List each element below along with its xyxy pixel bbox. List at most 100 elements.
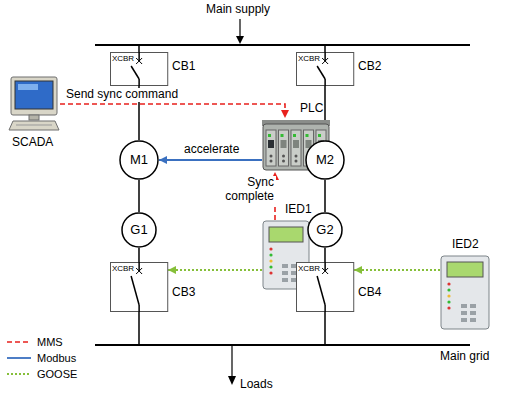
drawing-part [120,141,158,179]
drawing-part [324,52,326,61]
supply-arrowhead [236,36,244,44]
edge-label: accelerate [182,143,241,157]
drawing-part [293,134,296,137]
legend-row: MMS [6,334,77,350]
drawing-part [447,300,450,303]
supply-busbar [95,44,470,46]
drawing-part [282,160,285,163]
drawing-part [138,305,140,312]
text-label: Main supply [206,3,270,17]
power-line [324,248,326,262]
drawing-part [270,160,273,163]
drawing-part [16,125,52,126]
node-label: SCADA [12,136,53,150]
legend-row: GOOSE [6,366,77,382]
breaker-box: XCBRCB2 [296,52,354,86]
drawing-part [15,81,53,109]
power-line [324,180,326,212]
power-line [138,86,140,140]
drawing-part [18,84,38,90]
drawing-part [269,247,272,250]
drawing-part [269,259,272,262]
drawing-part [110,263,167,312]
drawing-part [324,79,326,86]
node-label: CB2 [358,60,381,74]
legend-text: MMS [37,336,63,348]
drawing-part [282,155,285,158]
feeder-wire [324,45,326,52]
drawing-part [308,213,342,247]
drawing-part [306,134,309,137]
drawing-part [295,160,298,163]
legend-sample [6,369,32,379]
drawing-part [136,268,142,274]
drawing-part [268,140,274,148]
drawing-part [282,278,288,282]
drawing-part [138,52,140,61]
drawing-part [461,304,467,308]
drawing-part [317,276,325,305]
drawing-part [441,256,489,329]
drawing-part [461,311,467,315]
goose-connector [354,269,440,271]
load-arrowhead [228,376,236,385]
breaker-box: XCBRCB3 [110,262,168,312]
node-label: M2 [316,153,334,168]
legend-row: Modbus [6,350,77,366]
node-label: CB3 [172,286,195,300]
drawing-part [322,268,328,274]
power-line [138,180,140,212]
legend-sample [6,353,32,363]
drawing-part [269,253,272,256]
breaker-box: XCBRCB1 [110,52,168,86]
edge-label: Send sync command [64,88,180,102]
drawing-part [317,66,325,79]
drawing-part [318,134,321,137]
logical-node-name: XCBR [298,54,320,63]
legend-text: GOOSE [37,368,77,380]
goose-connector [168,269,262,271]
drawing-part [279,130,289,166]
drawing-part [266,130,276,166]
drawing-part [461,318,467,322]
drawing-part [136,268,142,274]
drawing-part [282,271,288,275]
load-arrow [231,345,232,378]
grid-busbar [95,344,470,346]
logical-node-name: XCBR [112,54,134,63]
drawing-part [470,311,476,315]
drawing-part [136,58,142,64]
drawing-part [122,213,156,247]
power-line [138,248,140,262]
drawing-part [322,58,328,64]
node-label: IED2 [452,238,479,252]
legend-line [7,357,31,359]
node-label: G1 [130,223,147,238]
drawing-part [470,304,476,308]
logical-node-name: XCBR [298,264,320,273]
drawing-part [11,77,57,115]
supply-arrow [239,19,240,38]
feeder-wire [138,312,140,345]
drawing-part [296,263,353,312]
feeder-wire [324,312,326,345]
drawing-part [131,66,139,79]
drawing-part [447,262,483,277]
text-label: Loads [240,378,273,392]
node-label: CB4 [358,286,381,300]
drawing-part [322,58,328,64]
drawing-part [281,140,287,148]
drawing-part [110,53,167,86]
drawing-part [282,264,288,268]
legend-line [7,341,31,343]
logical-node-name: XCBR [112,264,134,273]
node-label: G2 [316,223,333,238]
message-connector [159,159,262,161]
node-label: IED1 [285,203,312,217]
computer-icon [8,76,60,132]
text-label: Main grid [440,350,489,364]
